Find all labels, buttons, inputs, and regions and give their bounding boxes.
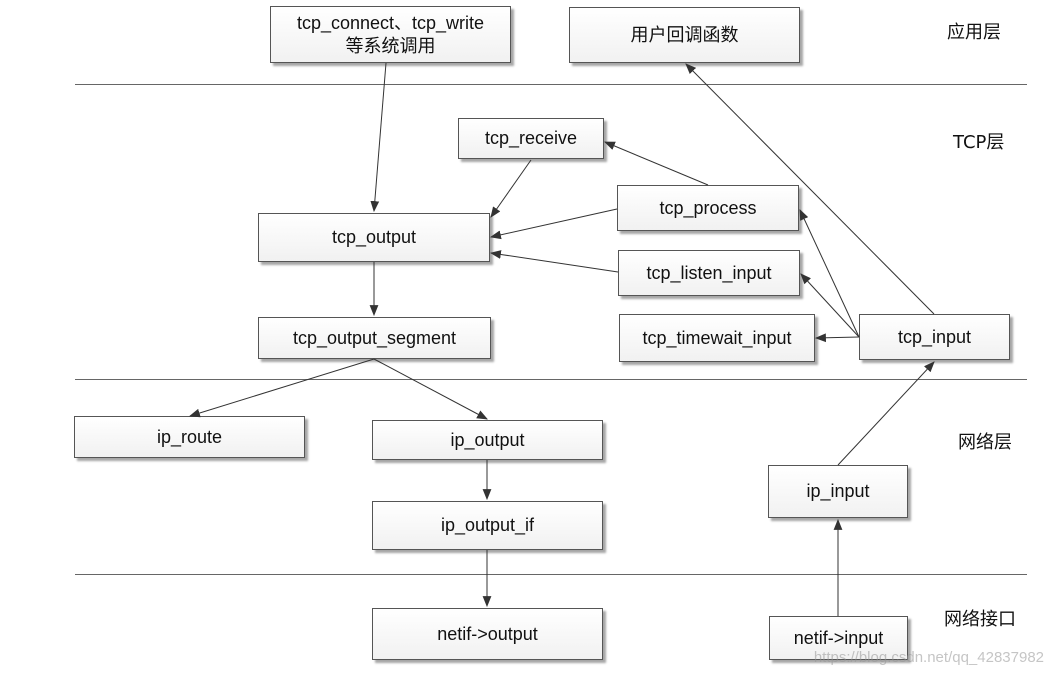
node-tcp-process: tcp_process xyxy=(617,185,799,231)
arrow-ip-input-to-tcp-input xyxy=(837,361,935,466)
arrow-tcp-listen-input-to-tcp-output xyxy=(489,250,619,273)
node-ip-output-label: ip_output xyxy=(450,429,525,450)
node-tcp-listen-input-label: tcp_listen_input xyxy=(646,262,772,283)
node-tcp-connect-line1: tcp_connect、tcp_write xyxy=(296,13,485,33)
layer-label-app: 应用层 xyxy=(947,22,1001,43)
node-tcp-output-segment: tcp_output_segment xyxy=(258,317,491,359)
node-ip-input: ip_input xyxy=(768,465,908,518)
node-tcp-listen-input: tcp_listen_input xyxy=(618,250,800,296)
node-ip-output-if: ip_output_if xyxy=(372,501,603,550)
arrow-tcp-input-to-process xyxy=(799,209,860,338)
node-user-callback: 用户回调函数 xyxy=(569,7,800,63)
node-tcp-input-label: tcp_input xyxy=(897,326,972,347)
node-ip-output-if-label: ip_output_if xyxy=(440,515,535,536)
layer-label-tcp: TCP层 xyxy=(953,132,1005,153)
arrow-tcp-input-to-timewait xyxy=(814,333,860,343)
arrow-tcp-process-to-tcp-receive xyxy=(603,141,709,186)
node-netif-input: netif->input xyxy=(769,616,908,660)
node-netif-output-label: netif->output xyxy=(437,623,538,644)
arrow-tcp-input-to-user-callback xyxy=(685,63,935,315)
node-ip-output: ip_output xyxy=(372,420,603,460)
node-tcp-receive-label: tcp_receive xyxy=(484,128,578,149)
node-ip-route-label: ip_route xyxy=(156,426,223,447)
node-tcp-timewait-input-label: tcp_timewait_input xyxy=(642,327,792,348)
node-tcp-output-segment-label: tcp_output_segment xyxy=(292,327,457,348)
node-tcp-process-label: tcp_process xyxy=(659,197,757,218)
node-tcp-output-label: tcp_output xyxy=(331,227,417,248)
node-tcp-input: tcp_input xyxy=(859,314,1010,360)
node-tcp-connect-syscalls: tcp_connect、tcp_write 等系统调用 xyxy=(270,6,511,63)
node-ip-input-label: ip_input xyxy=(806,481,870,502)
node-tcp-timewait-input: tcp_timewait_input xyxy=(619,314,815,362)
arrow-syscalls-to-tcp-output xyxy=(370,62,387,213)
node-netif-output: netif->output xyxy=(372,608,603,660)
node-tcp-connect-line2: 等系统调用 xyxy=(345,35,436,56)
node-user-callback-label: 用户回调函数 xyxy=(630,24,739,45)
layer-label-network: 网络层 xyxy=(958,432,1012,453)
watermark: https://blog.csdn.net/qq_42837982 xyxy=(813,649,1044,666)
arrow-segment-to-ip-output xyxy=(373,358,488,420)
node-ip-route: ip_route xyxy=(74,416,305,458)
arrow-tcp-input-to-listen xyxy=(800,273,860,338)
separator-network-netif xyxy=(75,574,1027,575)
arrow-segment-to-ip-route xyxy=(188,358,375,418)
layer-label-netif: 网络接口 xyxy=(944,609,1016,630)
node-tcp-receive: tcp_receive xyxy=(458,118,604,159)
arrow-tcp-process-to-tcp-output xyxy=(489,208,618,240)
separator-tcp-network xyxy=(75,379,1027,380)
arrow-tcp-receive-to-tcp-output xyxy=(490,159,532,218)
node-tcp-output: tcp_output xyxy=(258,213,490,262)
separator-app-tcp xyxy=(75,84,1027,85)
node-netif-input-label: netif->input xyxy=(793,627,884,648)
